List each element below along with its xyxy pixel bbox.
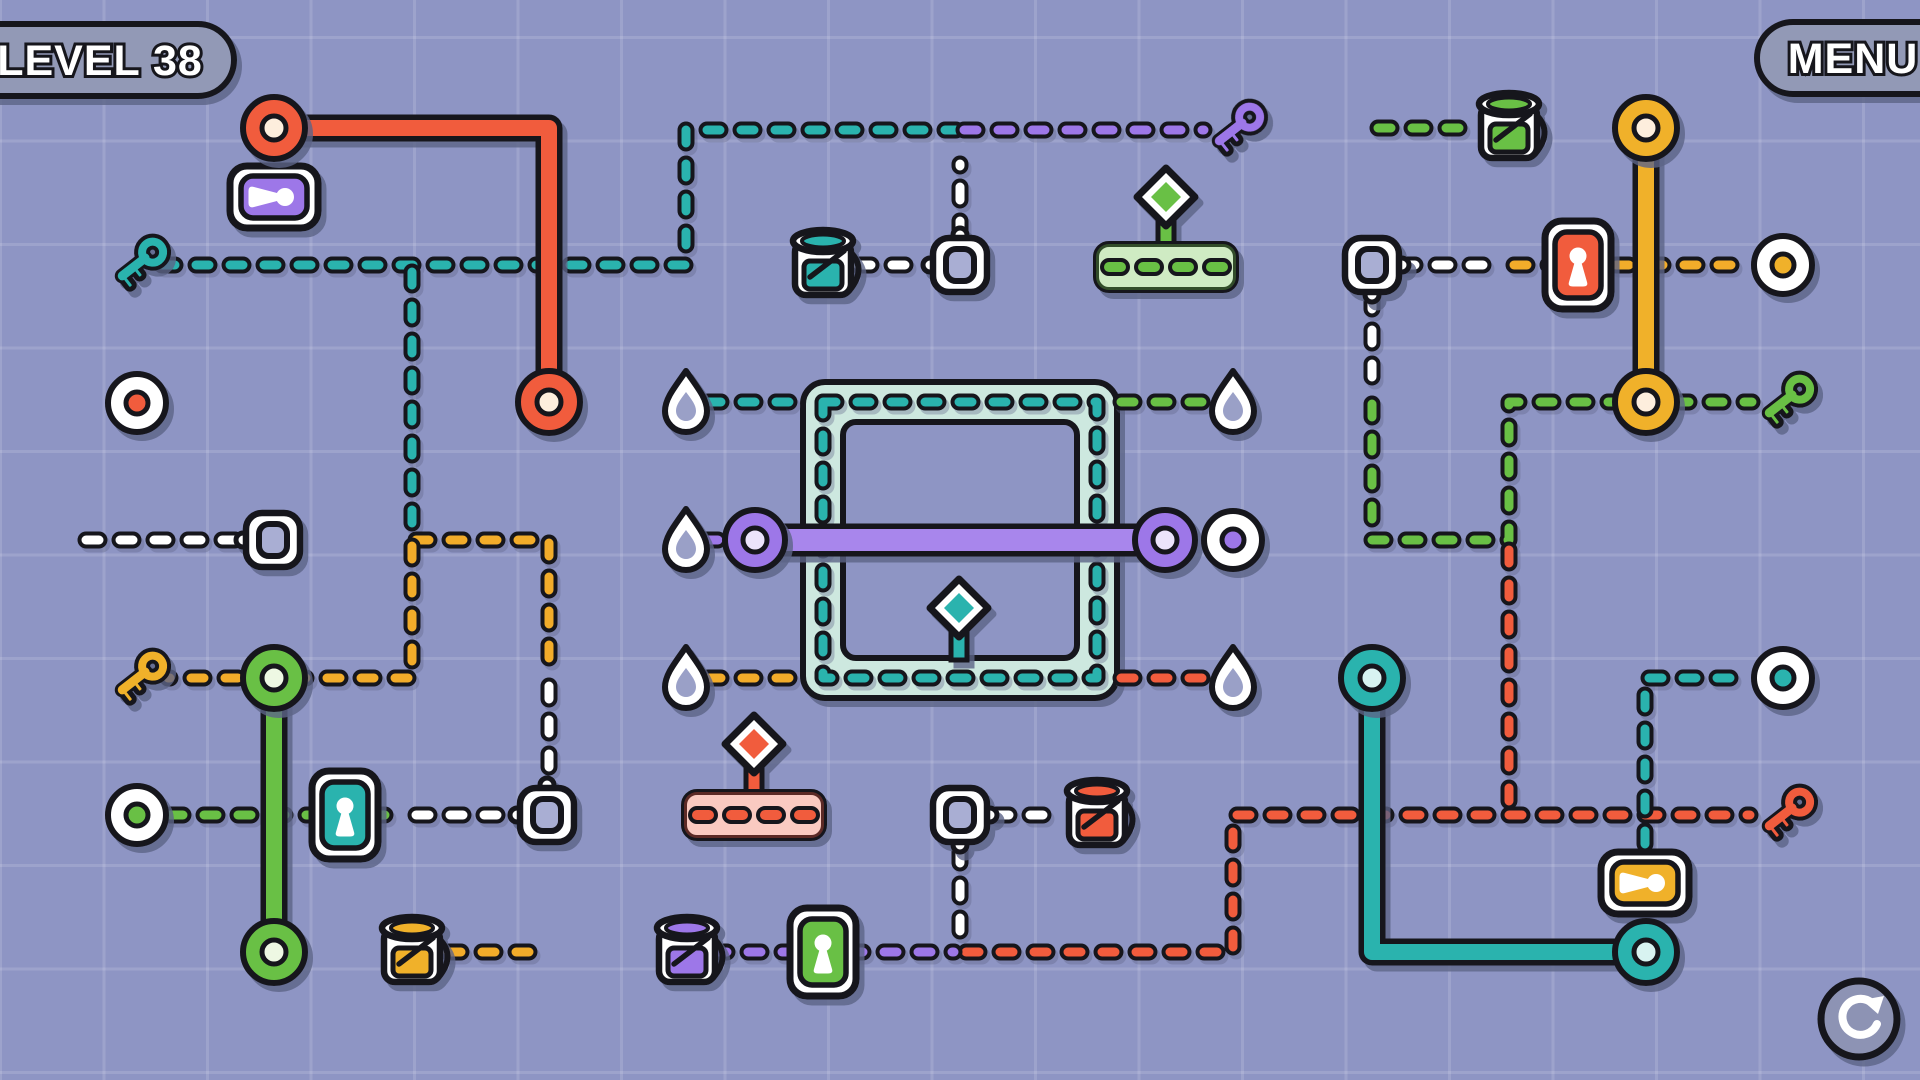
lock-white-icon bbox=[1345, 238, 1412, 305]
droplet-icon bbox=[1212, 371, 1254, 432]
level-label: LEVEL 38 bbox=[0, 37, 203, 85]
paint-bucket-yellow-icon bbox=[382, 917, 448, 982]
lock-white-icon bbox=[233, 513, 300, 567]
node-teal[interactable] bbox=[1338, 644, 1406, 712]
target-node-green bbox=[105, 783, 169, 847]
key-orange-icon bbox=[112, 651, 170, 705]
node-teal[interactable] bbox=[1612, 918, 1680, 986]
locks bbox=[230, 166, 1689, 996]
lock-teal-icon bbox=[312, 771, 378, 859]
lock-white-icon bbox=[507, 775, 574, 842]
restart-button[interactable] bbox=[1817, 977, 1901, 1061]
paint-bucket-red-icon bbox=[1067, 780, 1133, 845]
target-node-teal bbox=[1751, 646, 1815, 710]
target-nodes bbox=[105, 233, 1815, 847]
lock-white-icon bbox=[920, 225, 987, 292]
node-red[interactable] bbox=[240, 94, 308, 162]
lock-white-icon bbox=[933, 788, 1000, 855]
paint-bucket-purple-icon bbox=[657, 917, 723, 982]
node-yellow[interactable] bbox=[1612, 94, 1680, 162]
key-teal-icon bbox=[112, 237, 170, 291]
node-purple[interactable] bbox=[722, 507, 788, 573]
lock-green-icon bbox=[790, 908, 856, 996]
node-purple[interactable] bbox=[1132, 507, 1198, 573]
node-green[interactable] bbox=[240, 918, 308, 986]
droplet-icon bbox=[665, 647, 707, 708]
solid-lines bbox=[260, 114, 1660, 966]
flag-post-teal bbox=[930, 579, 988, 663]
droplet-icon bbox=[665, 371, 707, 432]
lock-yellow-icon bbox=[1601, 852, 1689, 914]
menu-button[interactable]: MENU bbox=[1754, 19, 1920, 97]
lock-purple-icon bbox=[230, 166, 318, 228]
target-node-red bbox=[105, 371, 169, 435]
key-green-icon bbox=[1759, 374, 1817, 428]
paint-bucket-green-icon bbox=[1479, 93, 1545, 158]
key-red-icon bbox=[1759, 787, 1817, 841]
level-button[interactable]: LEVEL 38 bbox=[0, 21, 237, 99]
droplet-icon bbox=[1212, 647, 1254, 708]
restart-icon bbox=[1838, 994, 1884, 1039]
menu-label: MENU bbox=[1788, 35, 1919, 83]
flag-post-green bbox=[1096, 168, 1236, 290]
node-red[interactable] bbox=[515, 368, 583, 436]
endpoint-nodes bbox=[240, 94, 1680, 986]
key-purple-icon bbox=[1209, 102, 1267, 156]
flag-post-red bbox=[684, 715, 824, 838]
node-green[interactable] bbox=[240, 644, 308, 712]
paint-bucket-teal-icon bbox=[793, 230, 859, 295]
droplet-icon bbox=[665, 509, 707, 570]
target-node-orange bbox=[1751, 233, 1815, 297]
node-yellow[interactable] bbox=[1612, 368, 1680, 436]
target-node-purple bbox=[1201, 508, 1265, 572]
lock-red-icon bbox=[1545, 221, 1611, 309]
